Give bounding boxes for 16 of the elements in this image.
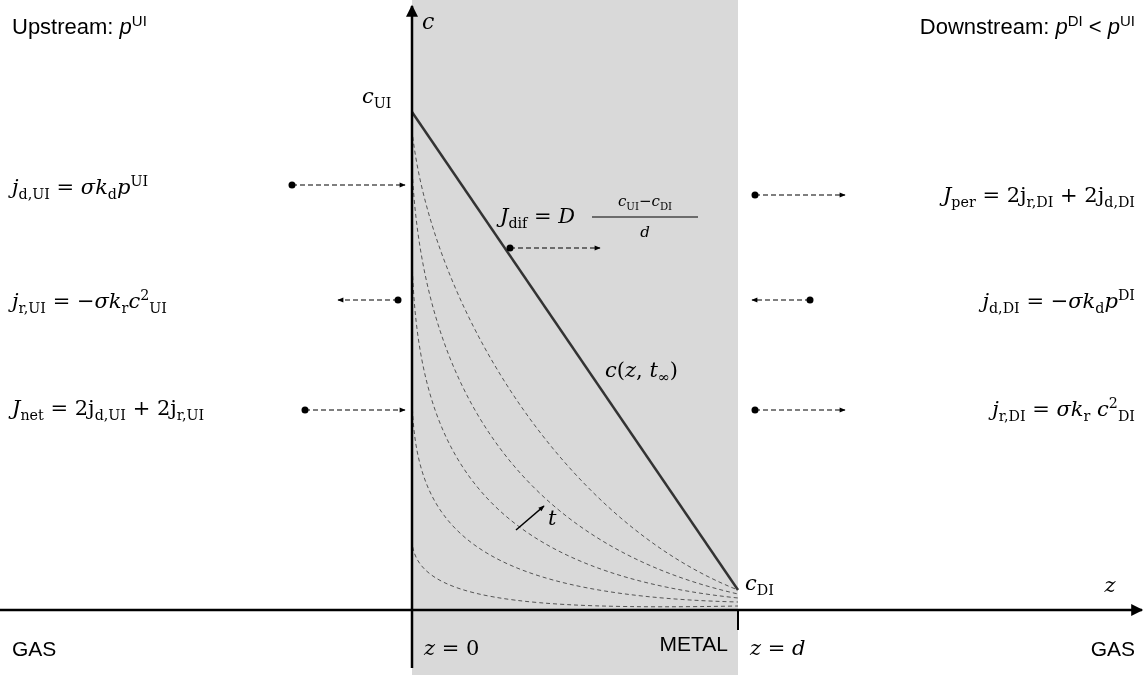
math-label: c [422, 11, 435, 33]
math-label: z = 0 [424, 637, 480, 659]
math-label: z = d [750, 637, 806, 659]
text-label: GAS [1090, 637, 1135, 659]
math-label: c$_{DI}$ [745, 572, 774, 598]
math-label: c$_{UI}$−c$_{DI}$ [617, 193, 673, 213]
math-label: t [548, 507, 557, 529]
math-label: d [640, 224, 650, 240]
metal-region [412, 0, 738, 675]
math-label: c$_{UI}$ [362, 85, 392, 111]
text-label: GAS [12, 637, 57, 659]
math-label: z [1104, 574, 1116, 596]
text-label: Upstream: p$^{UI}$ [12, 13, 147, 39]
math-label: c(z, t$_{∞}$) [605, 359, 678, 385]
region-label: METAL [659, 632, 728, 656]
text-label: Downstream: p$^{DI}$ < p$^{UI}$ [919, 13, 1135, 39]
